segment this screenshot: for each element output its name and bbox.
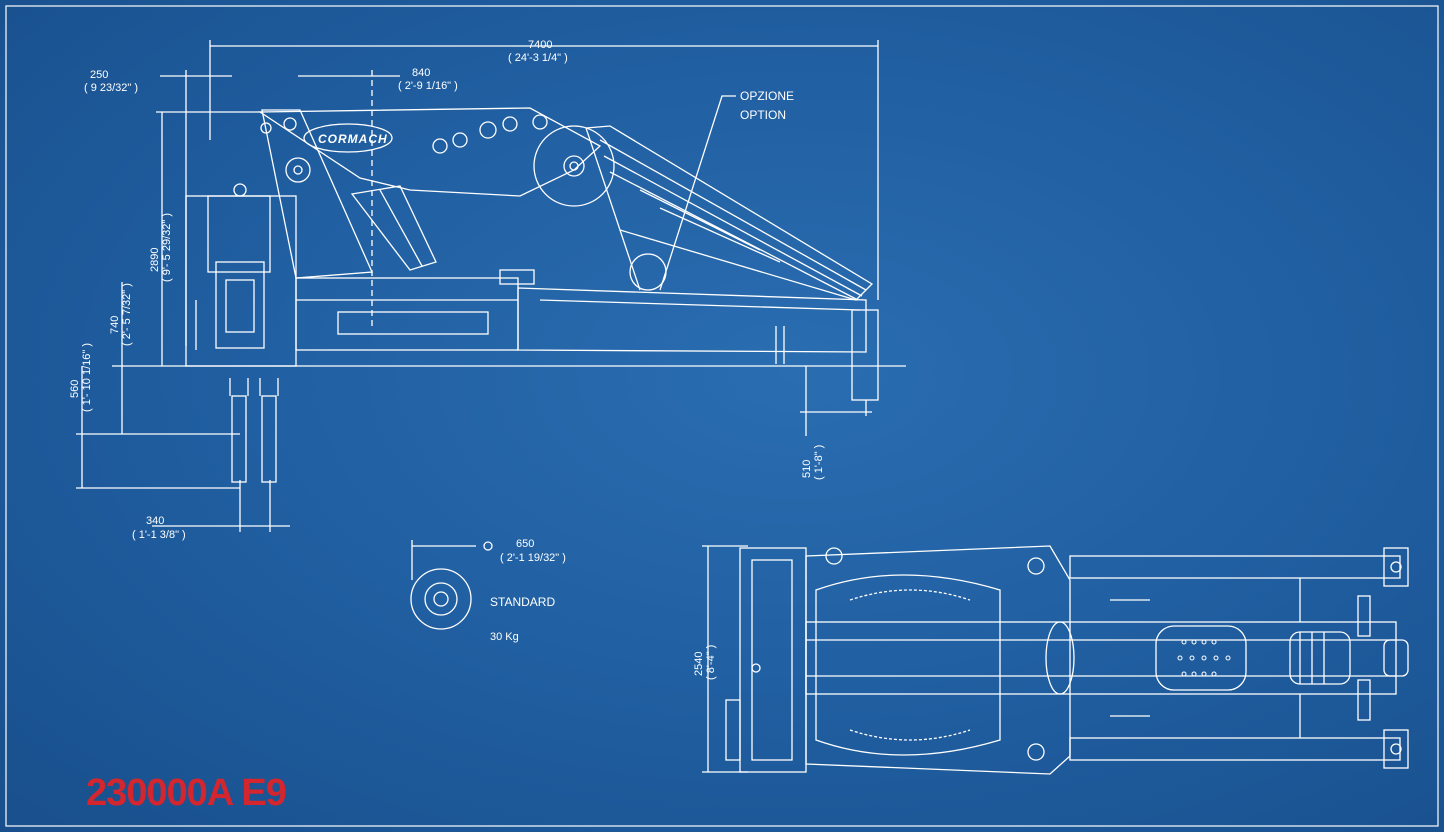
dim-width-mm: 2540 bbox=[693, 652, 705, 676]
stabilizer-rail-top bbox=[1069, 555, 1401, 579]
side-view bbox=[76, 40, 906, 532]
dim-stabilizer-gap-mm: 340 bbox=[146, 515, 164, 527]
column-base bbox=[185, 195, 297, 367]
hook-weight-label: 30 Kg bbox=[490, 631, 519, 643]
dim-total-height-imp: ( 9'- 5 29/32" ) bbox=[161, 213, 173, 282]
sheet-frame bbox=[5, 5, 1439, 827]
dim-width-imp: ( 8'-4" ) bbox=[705, 645, 717, 680]
base-extension bbox=[517, 287, 867, 353]
hook-detail bbox=[410, 540, 493, 630]
side-view-dimensions: 7400 ( 24'-3 1/4" ) 250 ( 9 23/32" ) 840… bbox=[69, 39, 825, 541]
chassis-beam bbox=[295, 277, 519, 351]
option-leader bbox=[659, 95, 736, 291]
crane-column bbox=[261, 109, 373, 279]
dim-total-length-mm: 7400 bbox=[528, 39, 552, 51]
stabilizer-rail-bottom bbox=[1069, 737, 1401, 761]
hook-attach bbox=[629, 253, 667, 291]
lift-cylinder bbox=[350, 185, 437, 271]
option-label-en: OPTION bbox=[740, 108, 786, 122]
top-base bbox=[739, 547, 807, 773]
dim-pivot-offset-mm: 840 bbox=[412, 67, 430, 79]
dim-stabilizer-gap-imp: ( 1'-1 3/8" ) bbox=[132, 529, 186, 541]
brand-logo: CORMACH bbox=[318, 132, 388, 146]
dim-total-length-imp: ( 24'-3 1/4" ) bbox=[508, 52, 568, 64]
dim-total-height-mm: 2890 bbox=[149, 248, 161, 272]
dim-boom-drop-mm: 510 bbox=[801, 460, 813, 478]
dim-pivot-offset-imp: ( 2'-9 1/16" ) bbox=[398, 80, 458, 92]
boom-top bbox=[805, 621, 1397, 695]
knuckle-joint bbox=[533, 125, 615, 207]
dim-boom-drop-imp: ( 1'-8" ) bbox=[813, 445, 825, 480]
stabilizer-legs bbox=[229, 378, 279, 483]
dim-stabilizer-ext-mm: 560 bbox=[69, 380, 81, 398]
dim-hook-dia-imp: ( 2'-1 19/32" ) bbox=[500, 552, 566, 564]
model-number: 230000A E9 bbox=[86, 772, 287, 814]
dim-top-offset-mm: 250 bbox=[90, 69, 108, 81]
dim-hook-dia-mm: 650 bbox=[516, 538, 534, 550]
turret-body bbox=[805, 545, 1071, 775]
dim-base-height-mm: 740 bbox=[109, 316, 121, 334]
hook-standard-label: STANDARD bbox=[490, 595, 555, 609]
top-view bbox=[702, 545, 1409, 775]
main-boom bbox=[257, 107, 602, 197]
option-label-it: OPZIONE bbox=[740, 89, 794, 103]
dim-stabilizer-ext-imp: ( 1'- 10 1/16" ) bbox=[81, 343, 93, 412]
telescopic-boom bbox=[585, 125, 874, 301]
dim-top-offset-imp: ( 9 23/32" ) bbox=[84, 82, 138, 94]
dim-base-height-imp: ( 2'- 5 7/32" ) bbox=[121, 283, 133, 346]
hook-outline bbox=[410, 568, 472, 630]
